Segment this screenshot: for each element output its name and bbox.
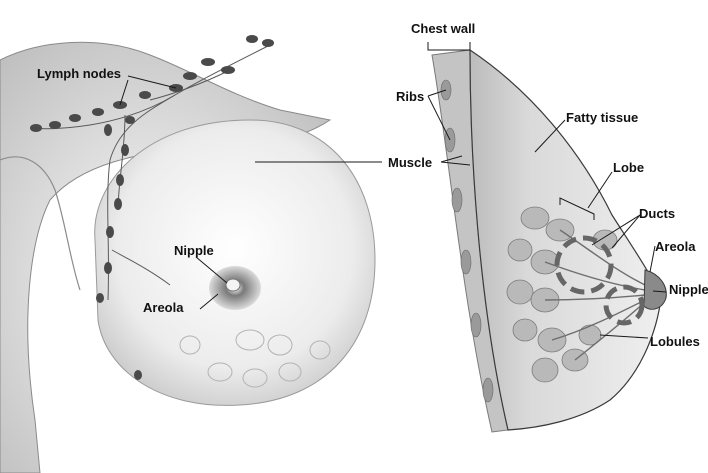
label-areola-side: Areola [655,239,696,254]
nipple-front [225,278,241,292]
label-muscle: Muscle [388,155,433,170]
label-lobe: Lobe [613,160,645,175]
breast-shape [94,119,376,406]
label-lymph-nodes: Lymph nodes [37,66,122,81]
frontal-view [0,35,376,473]
label-lobules: Lobules [650,334,700,349]
label-nipple-front: Nipple [174,243,214,258]
lobule-shading [179,329,331,388]
lobes-glandular [506,206,618,383]
label-ribs: Ribs [396,89,425,104]
nipple-side [643,269,667,310]
label-nipple-side: Nipple [669,282,708,297]
cross-section-view [431,48,667,433]
label-fatty-tissue: Fatty tissue [566,110,639,125]
armpit-fold [0,156,81,291]
highlight-circles [554,235,645,326]
label-ducts: Ducts [639,206,676,221]
lymph-nodes [30,35,274,380]
leader-lines [119,42,667,339]
label-chest-wall: Chest wall [411,21,476,36]
label-areola-front: Areola [143,300,184,315]
